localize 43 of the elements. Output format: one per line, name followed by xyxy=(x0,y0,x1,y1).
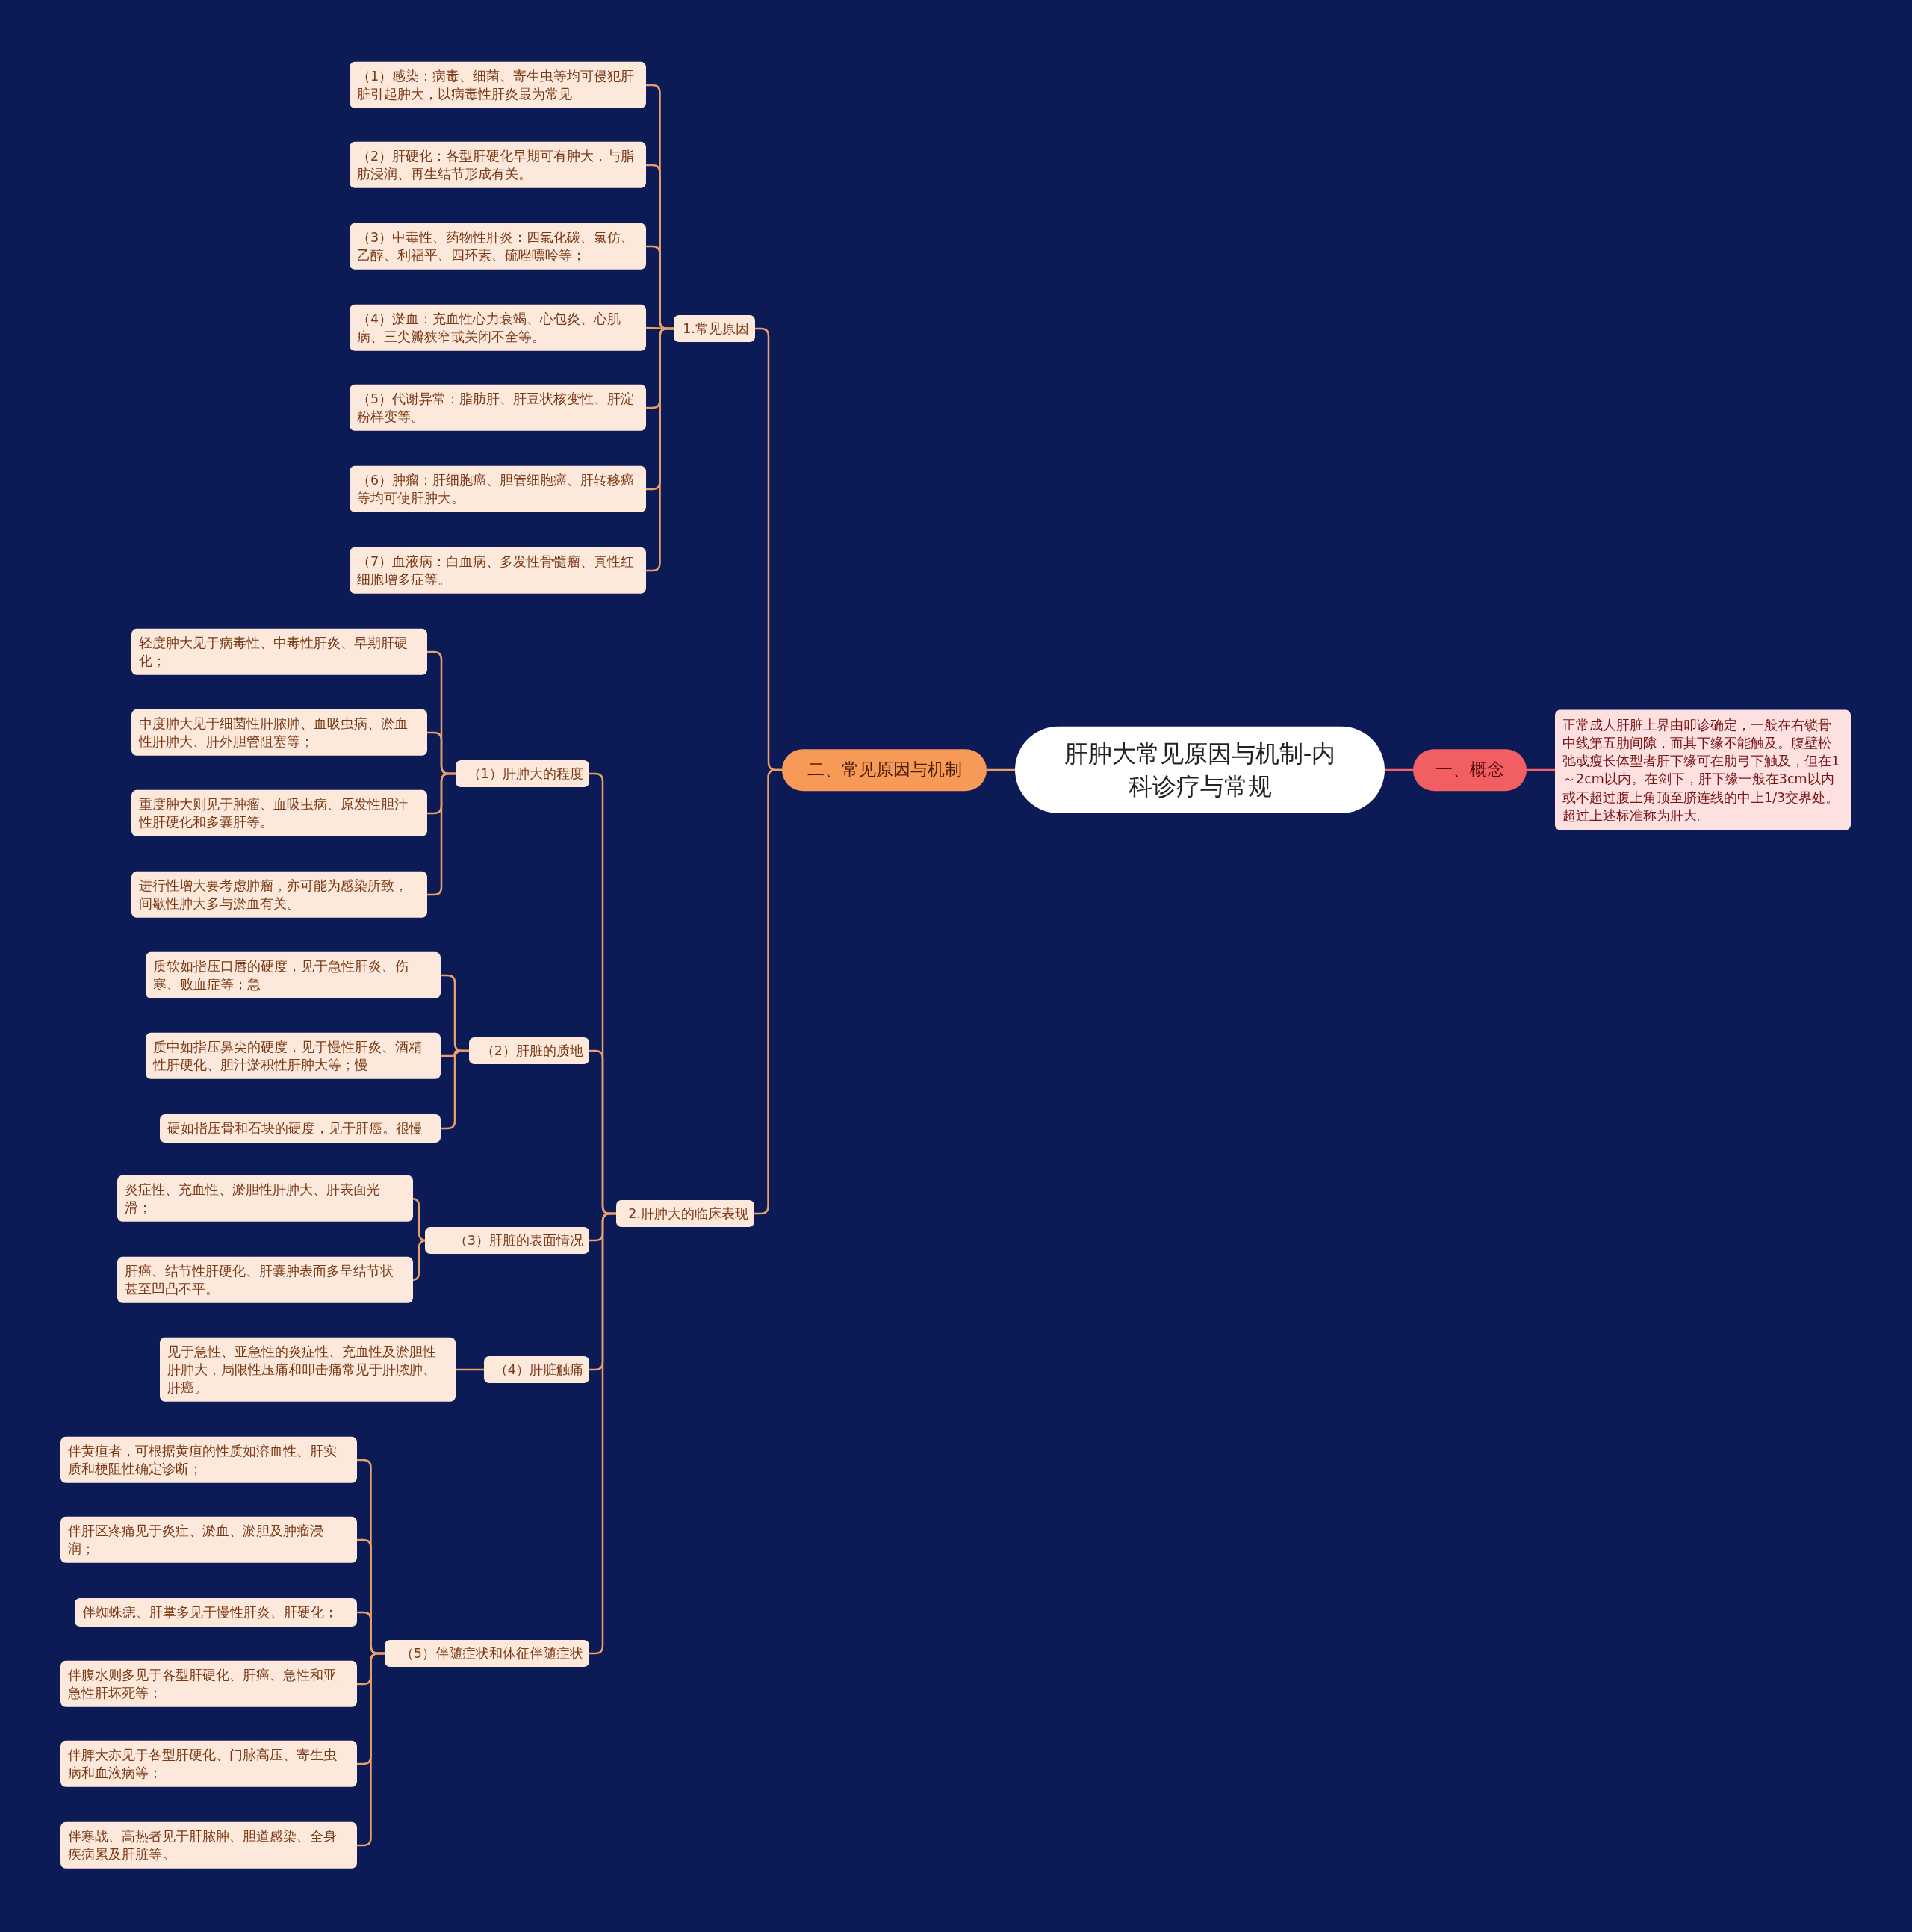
detail-box: （5）代谢异常：脂肪肝、肝豆状核变性、肝淀粉样变等。 xyxy=(350,384,646,432)
connector xyxy=(987,768,1015,771)
detail-box: 见于急性、亚急性的炎症性、充血性及淤胆性肝肿大，局限性压痛和叩击痛常见于肝脓肿、肝癌。 xyxy=(160,1337,456,1403)
detail-box: （6）肿瘤：肝细胞癌、胆管细胞癌、肝转移癌等均可使肝肿大。 xyxy=(350,465,646,513)
subtopic-box: （5）伴随症状和体征伴随症状 xyxy=(385,1639,589,1668)
detail-box: 肝癌、结节性肝硬化、肝囊肿表面多呈结节状甚至凹凸不平。 xyxy=(117,1256,413,1304)
detail-box: 重度肿大则见于肿瘤、血吸虫病、原发性胆汁性肝硬化和多囊肝等。 xyxy=(131,789,427,837)
connector xyxy=(456,1368,484,1371)
detail-box: 硬如指压骨和石块的硬度，见于肝癌。很慢 xyxy=(160,1113,441,1143)
branch-topic: 一、概念 xyxy=(1413,749,1527,791)
detail-box: 轻度肿大见于病毒性、中毒性肝炎、早期肝硬化； xyxy=(131,628,427,676)
detail-box: （1）感染：病毒、细菌、寄生虫等均可侵犯肝脏引起肿大，以病毒性肝炎最为常见 xyxy=(350,61,646,109)
central-topic: 肝肿大常见原因与机制-内科诊疗与常规 xyxy=(1015,726,1385,814)
connector xyxy=(754,768,782,1215)
subtopic-box: （4）肝脏触痛 xyxy=(484,1355,589,1384)
detail-box: 伴肝区疼痛见于炎症、淤血、淤胆及肿瘤浸润； xyxy=(60,1516,357,1564)
detail-box: （3）中毒性、药物性肝炎：四氯化碳、氯仿、乙醇、利福平、四环素、硫唑嘌呤等； xyxy=(350,223,646,270)
subtopic-box: （1）肝肿大的程度 xyxy=(456,760,589,788)
connector xyxy=(357,1652,385,1847)
detail-box: 中度肿大见于细菌性肝脓肿、血吸虫病、淤血性肝肿大、肝外胆管阻塞等； xyxy=(131,709,427,757)
connector xyxy=(427,772,456,896)
subtopic-box: 1.常见原因 xyxy=(674,314,755,343)
connector xyxy=(1385,768,1413,771)
detail-box: 炎症性、充血性、淤胆性肝肿大、肝表面光滑； xyxy=(117,1175,413,1223)
detail-box: 伴腹水则多见于各型肝硬化、肝癌、急性和亚急性肝坏死等； xyxy=(60,1660,357,1708)
detail-box: 质软如指压口唇的硬度，见于急性肝炎、伤寒、败血症等；急 xyxy=(146,951,441,999)
note-box: 正常成人肝脏上界由叩诊确定，一般在右锁骨中线第五肋间隙，而其下缘不能触及。腹壁松弛或瘦长体型者肝下缘可在肋弓下触及，但在1～2cm以内。在剑下，肝下缘一般在3cm以内或不超过腹上角顶至脐连线的中上1/3交界处。超过上述标准称为肝大。 xyxy=(1555,709,1851,830)
subtopic-box: （2）肝脏的质地 xyxy=(469,1037,589,1065)
connector xyxy=(441,1049,469,1130)
detail-box: 质中如指压鼻尖的硬度，见于慢性肝炎、酒精性肝硬化、胆汁淤积性肝肿大等；慢 xyxy=(146,1032,441,1080)
detail-box: 伴寒战、高热者见于肝脓肿、胆道感染、全身疾病累及肝脏等。 xyxy=(60,1821,357,1869)
detail-box: （4）淤血：充血性心力衰竭、心包炎、心肌病、三尖瓣狭窄或关闭不全等。 xyxy=(350,304,646,352)
connector xyxy=(1527,768,1555,771)
subtopic-box: （3）肝脏的表面情况 xyxy=(425,1226,589,1255)
detail-box: （2）肝硬化：各型肝硬化早期可有肿大，与脂肪浸润、再生结节形成有关。 xyxy=(350,141,646,189)
detail-box: （7）血液病：白血病、多发性骨髓瘤、真性红细胞增多症等。 xyxy=(350,547,646,594)
detail-box: 进行性增大要考虑肿瘤，亦可能为感染所致，间歇性肿大多与淤血有关。 xyxy=(131,871,427,919)
detail-box: 伴黄疸者，可根据黄疸的性质如溶血性、肝实质和梗阻性确定诊断； xyxy=(60,1436,357,1484)
detail-box: 伴蜘蛛痣、肝掌多见于慢性肝炎、肝硬化； xyxy=(75,1597,357,1627)
detail-box: 伴脾大亦见于各型肝硬化、门脉高压、寄生虫病和血液病等； xyxy=(60,1740,357,1788)
subtopic-box: 2.肝肿大的临床表现 xyxy=(616,1199,754,1228)
branch-topic: 二、常见原因与机制 xyxy=(782,749,987,791)
connector xyxy=(646,327,674,572)
